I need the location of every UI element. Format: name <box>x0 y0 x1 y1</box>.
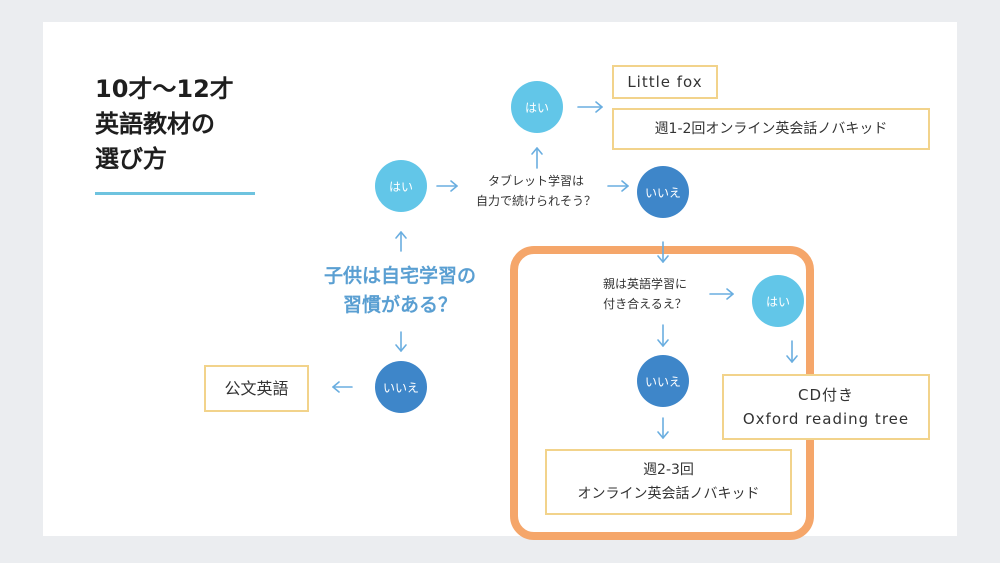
arrow-up-tablet-to-yes <box>531 147 543 169</box>
arrow-right-tablet-to-no <box>607 180 629 192</box>
no-circle-tablet: いいえ <box>637 166 689 218</box>
title-line-3: 選び方 <box>95 145 167 173</box>
no-circle-parent: いいえ <box>637 355 689 407</box>
yes-circle-parent: はい <box>752 275 804 327</box>
arrow-down-yes-to-oxford <box>786 340 798 363</box>
yes-circle-tablet: はい <box>511 81 563 133</box>
arrow-right-yes-to-results <box>577 101 603 113</box>
parent-question-line-1: 親は英語学習に <box>602 277 687 291</box>
arrow-right-yes-to-tablet-question <box>436 180 458 192</box>
no-circle-home-study: いいえ <box>375 361 427 413</box>
arrow-up-start-to-yes <box>395 231 407 252</box>
page-title: 10才〜12才 英語教材の 選び方 <box>95 72 295 177</box>
result-online-2-3-line-2: オンライン英会話ノバキッド <box>577 486 760 502</box>
title-line-1: 10才〜12才 <box>95 75 234 103</box>
tablet-question-line-1: タブレット学習は <box>487 174 584 188</box>
result-online-1-2-label: 週1-2回オンライン英会話ノバキッド <box>654 121 888 137</box>
arrow-down-parent-to-no <box>657 324 669 347</box>
result-online-2-3-line-1: 週2-3回 <box>643 462 694 478</box>
result-kumon-label: 公文英語 <box>224 378 289 398</box>
arrow-down-no-to-parent-question <box>657 241 669 263</box>
tablet-question-line-2: 自力で続けられそう？ <box>475 194 596 208</box>
result-online-2-3: 週2-3回 オンライン英会話ノバキッド <box>545 449 792 515</box>
title-underline <box>95 192 255 195</box>
result-oxford-line-1: CD付き <box>797 386 855 404</box>
parent-question-line-2: 付き合えるえ？ <box>603 297 687 311</box>
start-question-line-1: 子供は自宅学習の <box>323 265 476 287</box>
arrow-right-parent-to-yes <box>709 288 734 300</box>
result-little-fox-label: Little fox <box>627 73 703 91</box>
result-little-fox: Little fox <box>612 65 718 99</box>
title-line-2: 英語教材の <box>95 110 215 138</box>
start-question: 子供は自宅学習の 習慣がある？ <box>300 262 500 320</box>
result-oxford-line-2: Oxford reading tree <box>742 410 910 428</box>
parent-question: 親は英語学習に 付き合えるえ？ <box>580 274 710 314</box>
arrow-left-no-to-kumon <box>332 381 353 393</box>
result-kumon: 公文英語 <box>204 365 309 412</box>
result-online-1-2: 週1-2回オンライン英会話ノバキッド <box>612 108 930 150</box>
slide <box>43 22 957 536</box>
start-question-line-2: 習慣がある？ <box>342 294 457 316</box>
yes-circle-home-study: はい <box>375 160 427 212</box>
arrow-down-no-to-online-2-3 <box>657 417 669 439</box>
tablet-question: タブレット学習は 自力で続けられそう？ <box>456 171 616 211</box>
result-oxford: CD付き Oxford reading tree <box>722 374 930 440</box>
arrow-down-start-to-no <box>395 331 407 352</box>
